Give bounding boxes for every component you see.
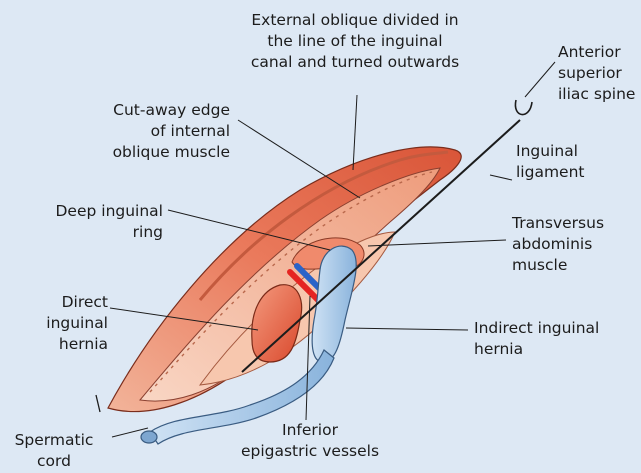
spermatic-cord-end bbox=[141, 431, 157, 443]
abdominal-wall-edge bbox=[96, 395, 100, 412]
label-direct-inguinal-hernia: Direct inguinal hernia bbox=[22, 292, 108, 355]
label-external-oblique: External oblique divided in the line of … bbox=[232, 10, 478, 73]
label-anterior-superior-iliac-spine: Anterior superior iliac spine bbox=[558, 42, 641, 105]
label-internal-oblique-edge: Cut-away edge of internal oblique muscle bbox=[92, 100, 230, 163]
label-deep-inguinal-ring: Deep inguinal ring bbox=[28, 201, 163, 243]
label-indirect-inguinal-hernia: Indirect inguinal hernia bbox=[474, 318, 634, 360]
asis-marker bbox=[515, 100, 532, 115]
label-inferior-epigastric-vessels: Inferior epigastric vessels bbox=[215, 420, 405, 462]
label-spermatic-cord: Spermatic cord bbox=[2, 430, 106, 472]
label-inguinal-ligament: Inguinal ligament bbox=[516, 141, 626, 183]
label-transversus-abdominis: Transversus abdominis muscle bbox=[512, 213, 632, 276]
